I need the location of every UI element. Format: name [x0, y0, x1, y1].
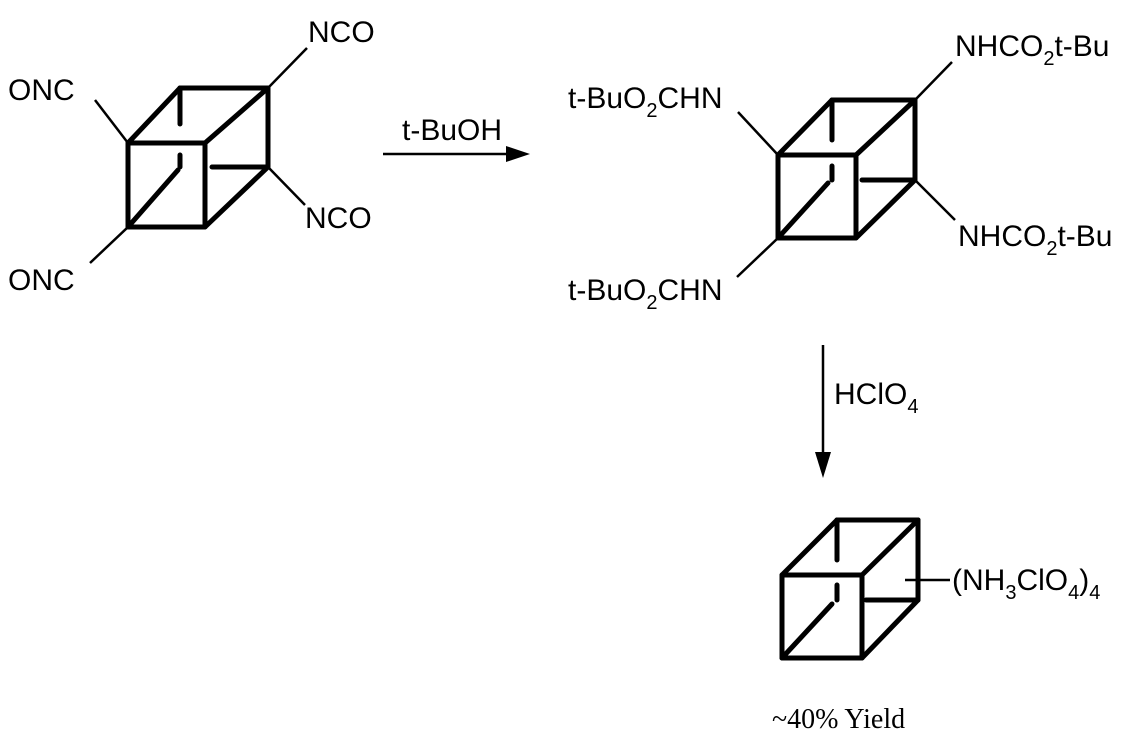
bond-lower-left — [736, 237, 779, 278]
intermediate-group-lower-right: NHCO2t-Bu — [958, 220, 1113, 260]
intermediate-cubane: NHCO2t-Bu t-BuO2CHN NHCO2t-Bu t-BuO2CHN — [568, 30, 1113, 314]
reactant-ncogroup-top: NCO — [308, 16, 375, 49]
intermediate-group-lower-left: t-BuO2CHN — [568, 274, 722, 314]
reactant-ncogroup-lower: NCO — [305, 202, 372, 235]
cubane-cage — [779, 517, 921, 661]
yield-label: ~40% Yield — [772, 704, 905, 735]
reactant-oncgroup-upper: ONC — [8, 74, 75, 107]
step1-arrow: t-BuOH — [383, 114, 530, 162]
intermediate-group-upper-left: t-BuO2CHN — [568, 82, 722, 122]
cubane-cage — [775, 97, 918, 241]
bond-upper-left — [737, 111, 779, 156]
product-substituent-label: (NH3ClO4)4 — [952, 564, 1100, 604]
reactant-cubane: NCO ONC NCO ONC — [8, 16, 375, 297]
reactant-oncgroup-lower: ONC — [8, 264, 75, 297]
product-cubane: (NH3ClO4)4 — [779, 517, 1100, 661]
bond-top-right — [914, 61, 953, 101]
bond-lower-right — [914, 179, 956, 221]
bond-lower-right — [267, 166, 306, 206]
bond-lower-left — [89, 226, 129, 264]
step1-reagent: t-BuOH — [402, 114, 502, 147]
bond-upper-left — [94, 99, 129, 144]
bond-top-right — [267, 47, 308, 89]
intermediate-group-top-right: NHCO2t-Bu — [955, 30, 1110, 70]
step2-reagent: HClO4 — [834, 378, 918, 418]
step2-arrow: HClO4 — [815, 345, 918, 478]
cubane-cage — [125, 85, 271, 230]
